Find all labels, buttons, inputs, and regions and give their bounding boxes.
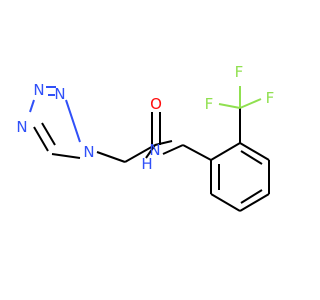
benzene-ring xyxy=(182,142,270,212)
trifluoromethyl-group xyxy=(218,86,262,143)
ring-bond-bc-inner xyxy=(240,150,263,165)
atom-n4: N xyxy=(16,118,27,136)
ring-bond-de-inner xyxy=(240,189,263,204)
atom-nh: N xyxy=(149,141,160,159)
bond-n1-ch2 xyxy=(96,151,126,163)
atom-f-top: F xyxy=(235,63,244,81)
atom-n2: N xyxy=(54,85,65,103)
bond-c-f-left xyxy=(218,103,241,109)
bond-n1-c5 xyxy=(51,153,81,159)
atom-f-left: F xyxy=(205,95,214,113)
bond-n2-n1 xyxy=(65,99,81,143)
bond-ch2-co xyxy=(124,144,156,163)
bond-c-f-right xyxy=(239,98,262,109)
bond-c5-n4-inner xyxy=(41,122,56,146)
atom-labels: N N N N O N H F F F xyxy=(16,63,274,173)
bond-ch2-ar xyxy=(182,144,212,161)
atom-o: O xyxy=(150,95,162,113)
structure-drawing: N N N N O N H F F F xyxy=(16,63,274,212)
bond-c-nh xyxy=(145,144,156,159)
bond-n4-n3 xyxy=(29,99,35,113)
bond-nh-ch2 xyxy=(162,144,184,155)
ring-bond-bc xyxy=(239,142,270,161)
ring-bond-ef xyxy=(210,193,241,212)
bond-c5-n4 xyxy=(33,126,49,152)
tetrazole-ring xyxy=(29,86,81,159)
ring-bond-ab xyxy=(210,142,241,161)
amide-linker xyxy=(96,112,184,163)
atom-n1: N xyxy=(83,143,94,161)
atom-f-right: F xyxy=(266,89,275,107)
atom-h: H xyxy=(141,155,152,173)
ring-bond-de xyxy=(239,193,270,212)
bond-c-n xyxy=(154,140,173,146)
atom-n3: N xyxy=(33,81,44,99)
molecule-diagram: N N N N O N H F F F xyxy=(16,63,274,212)
